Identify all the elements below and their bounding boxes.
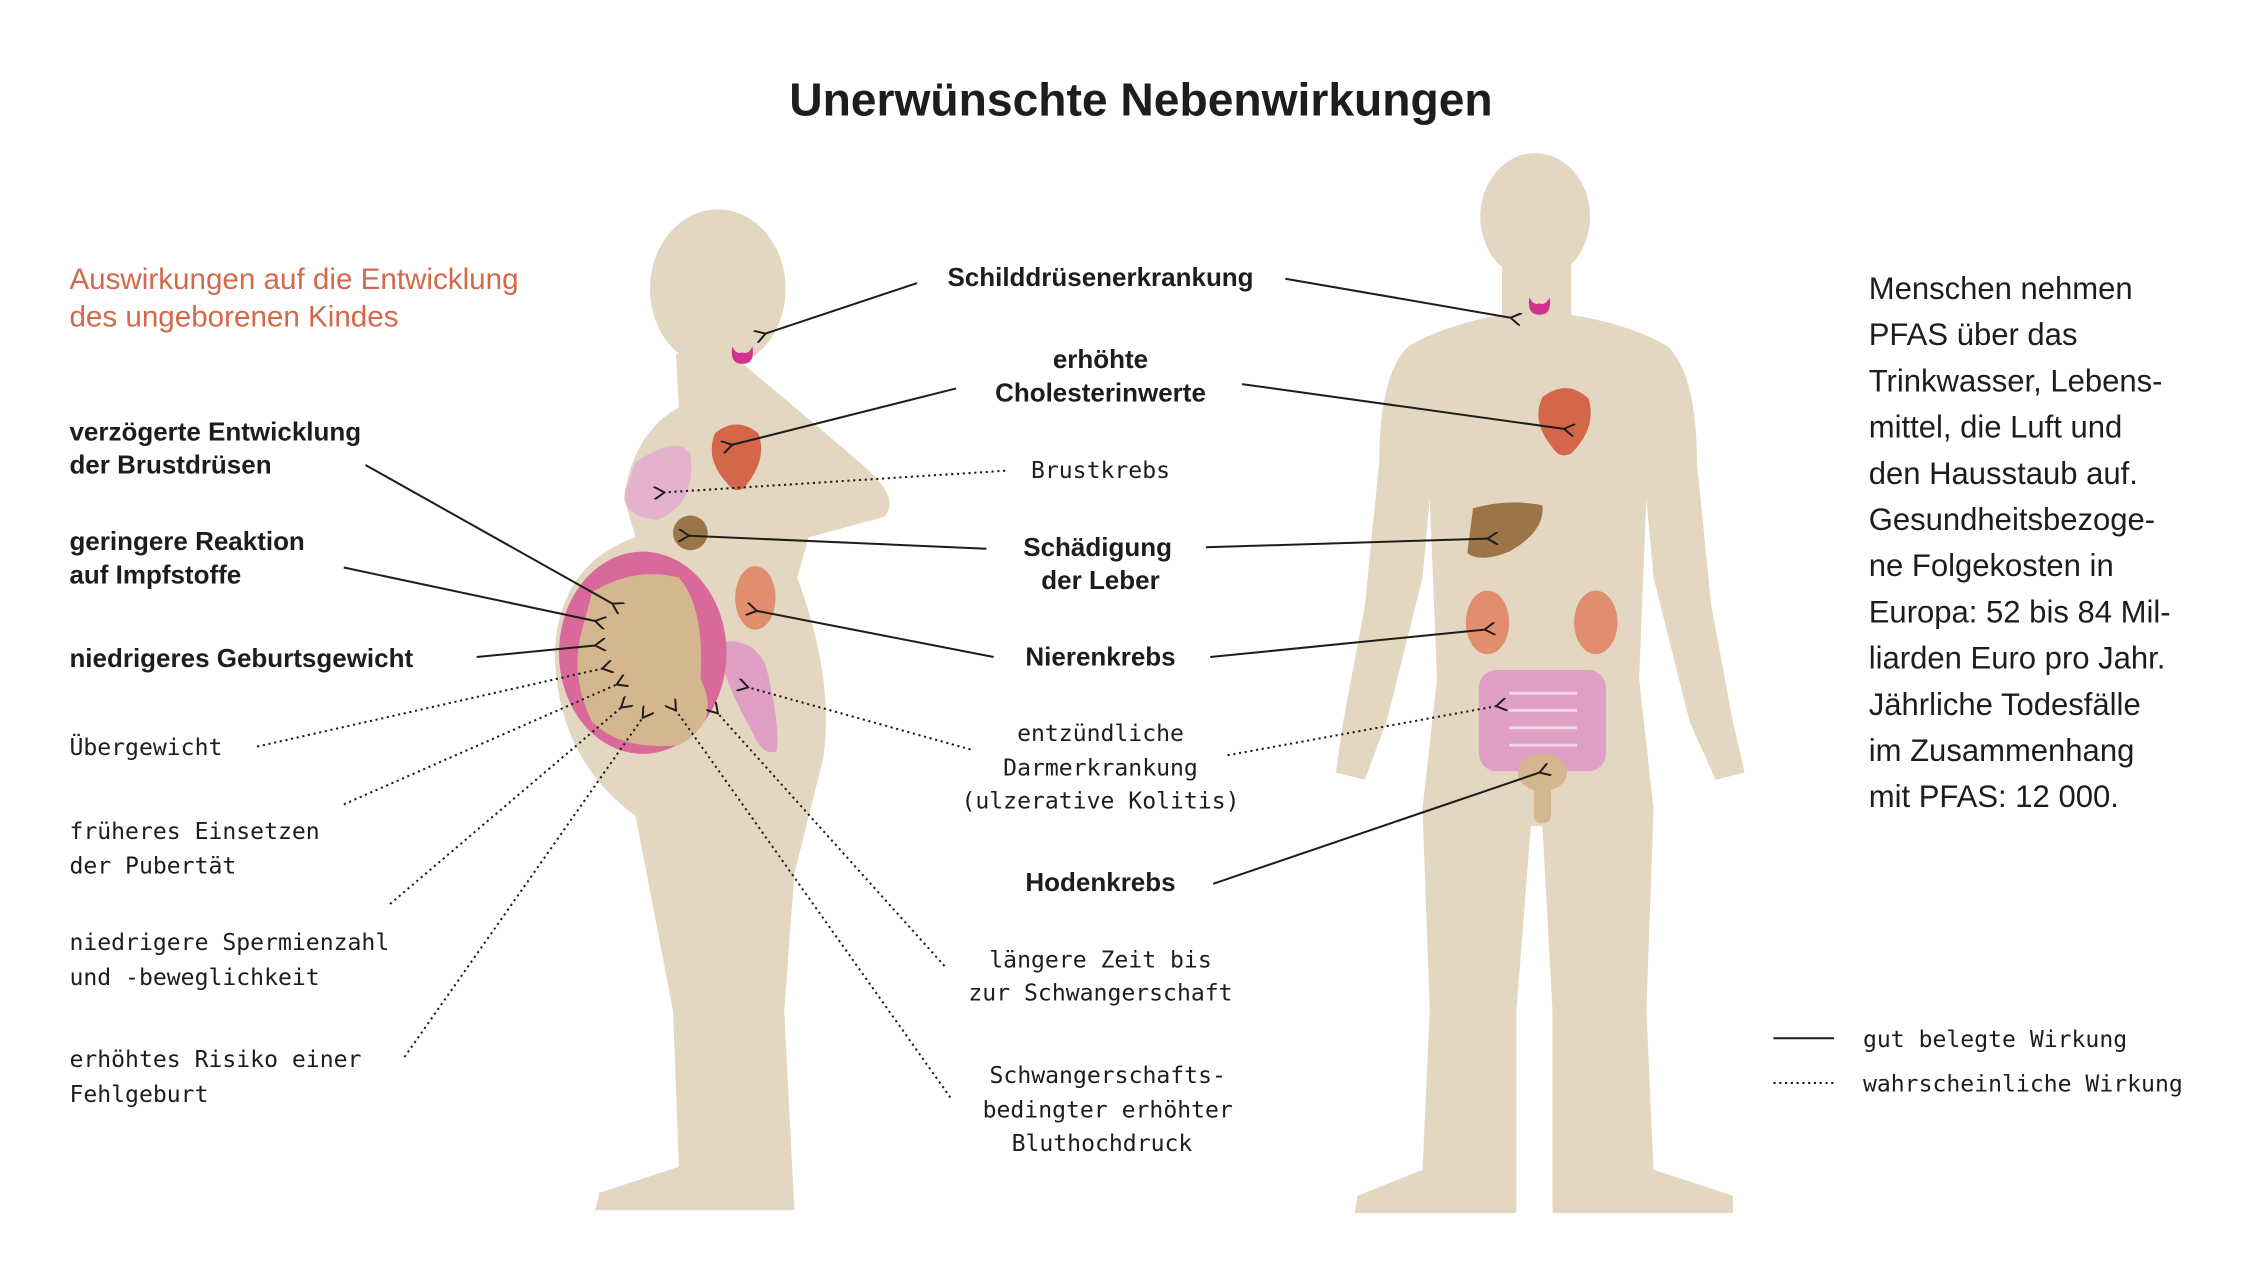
label-schilddruese: Schilddrüsenerkrankung — [947, 262, 1253, 292]
thyroid-organ — [1528, 297, 1551, 315]
kidney-organ — [735, 566, 776, 630]
label-uebergewicht: Übergewicht — [69, 733, 222, 761]
info-text: Menschen nehmen PFAS über das Trinkwasse… — [1869, 271, 2179, 814]
kidney-organ — [1574, 590, 1618, 655]
intestine-organ — [714, 641, 778, 753]
label-hodenkrebs: Hodenkrebs — [1025, 867, 1175, 897]
heart-organ — [1538, 388, 1591, 456]
breast-organ — [624, 445, 692, 520]
pregnant-woman-figure — [554, 209, 890, 1211]
label-nierenkrebs: Nierenkrebs — [1025, 642, 1175, 672]
fetus — [577, 574, 708, 747]
liver-organ — [673, 515, 708, 551]
connector-lines — [256, 277, 1564, 1099]
label-geburtsgewicht: niedrigeres Geburtsgewicht — [69, 643, 413, 673]
label-brustkrebs: Brustkrebs — [1031, 458, 1170, 484]
legend: gut belegte Wirkung wahrscheinliche Wirk… — [1773, 1027, 2183, 1098]
thyroid-organ — [731, 346, 754, 364]
legend-dotted-label: wahrscheinliche Wirkung — [1863, 1072, 2183, 1098]
man-figure — [1335, 153, 1745, 1214]
kidney-organ — [1465, 590, 1510, 655]
page-title: Unerwünschte Nebenwirkungen — [789, 74, 1492, 126]
section-subtitle: Auswirkungen auf die Entwicklung des ung… — [69, 263, 526, 334]
legend-solid-label: gut belegte Wirkung — [1863, 1027, 2127, 1053]
